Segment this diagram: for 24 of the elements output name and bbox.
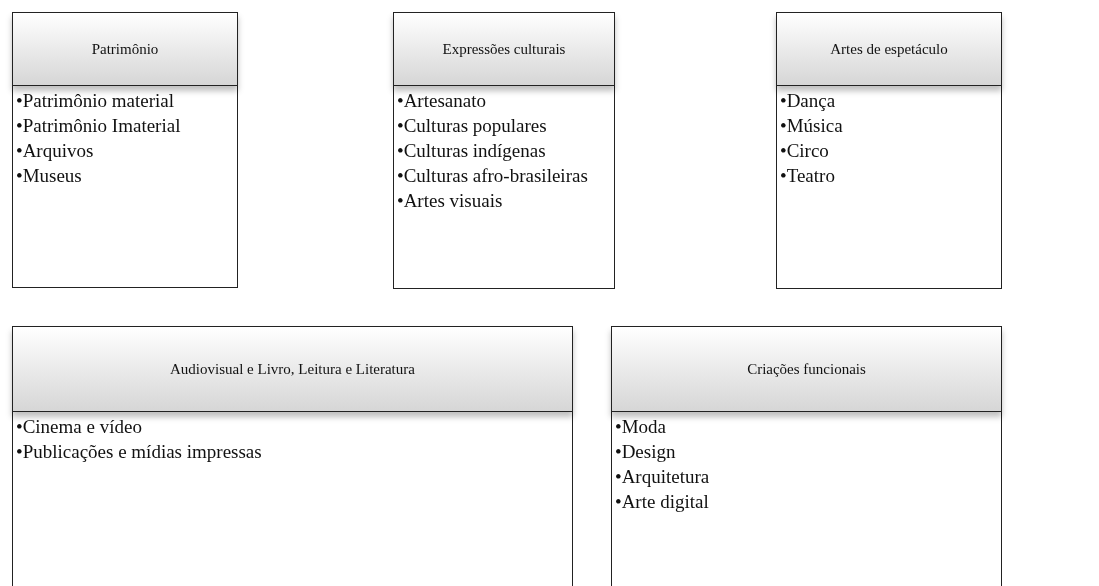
list-item: •Artes visuais: [397, 189, 503, 213]
list-item: •Dança: [780, 89, 836, 113]
list-item: •Arte digital: [615, 490, 709, 514]
list-item: •Cinema e vídeo: [16, 415, 142, 439]
list-item: •Culturas afro-brasileiras: [397, 164, 588, 188]
list-item: •Design: [615, 440, 676, 464]
category-header: Audiovisual e Livro, Leitura e Literatura: [12, 326, 573, 412]
list-item: •Teatro: [780, 164, 835, 188]
category-header: Expressões culturais: [393, 12, 615, 86]
list-item: •Publicações e mídias impressas: [16, 440, 262, 464]
list-item: •Patrimônio Imaterial: [16, 114, 181, 138]
list-item: •Moda: [615, 415, 666, 439]
list-item: •Patrimônio material: [16, 89, 175, 113]
list-item: •Música: [780, 114, 843, 138]
list-item: •Culturas populares: [397, 114, 547, 138]
list-item: •Arquivos: [16, 139, 94, 163]
category-header: Artes de espetáculo: [776, 12, 1002, 86]
list-item: •Museus: [16, 164, 82, 188]
category-header: Patrimônio: [12, 12, 238, 86]
list-item: •Circo: [780, 139, 829, 163]
list-item: •Arquitetura: [615, 465, 710, 489]
list-item: •Artesanato: [397, 89, 486, 113]
category-header: Criações funcionais: [611, 326, 1002, 412]
list-item: •Culturas indígenas: [397, 139, 546, 163]
